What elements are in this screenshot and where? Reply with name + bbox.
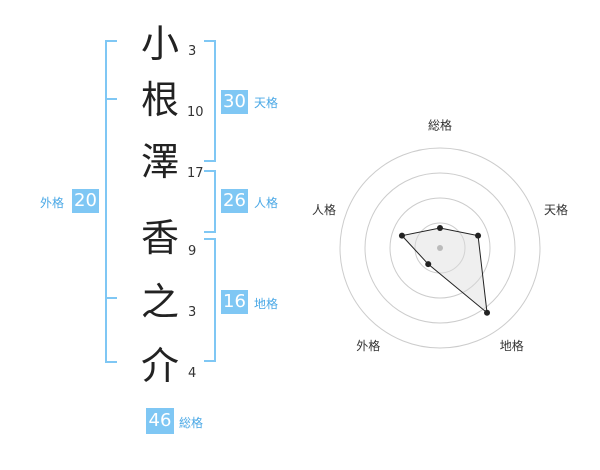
stroke-count-3: 17 [187,166,204,181]
radar-ring [364,172,516,324]
stroke-count-4: 9 [188,244,197,259]
chikaku-bracket [204,238,216,362]
radar-ring [389,197,491,299]
radar-point [475,232,482,239]
name-char-5: 之 [140,280,179,324]
tenkaku-value: 30 [221,90,248,114]
radar-axis-label: 総格 [428,118,452,133]
radar-center [437,245,443,251]
name-char-2: 根 [140,78,179,122]
jinkaku-value: 26 [221,189,248,213]
radar-axis-label: 天格 [544,202,568,217]
radar-point [425,261,432,268]
radar-ring [339,147,541,349]
soukaku-label: 総格 [179,416,204,430]
bracket-tick [105,98,117,100]
stroke-count-1: 3 [188,44,197,59]
radar-ring [414,222,466,274]
bracket-tick [105,297,117,299]
name-char-6: 介 [140,344,179,388]
jinkaku-bracket [204,170,216,233]
radar-polygon [400,227,488,314]
gaikaku-value: 20 [72,189,99,213]
radar-point [398,232,405,239]
radar-point [484,309,491,316]
tenkaku-bracket [204,40,216,162]
radar-axis-label: 人格 [312,202,336,217]
chikaku-value: 16 [221,290,248,314]
stroke-count-6: 4 [188,366,197,381]
gaikaku-label: 外格 [40,196,65,210]
jinkaku-label: 人格 [254,196,279,210]
tenkaku-label: 天格 [254,96,279,110]
name-char-3: 澤 [140,140,179,184]
name-char-1: 小 [140,22,179,66]
radar-axis-label: 地格 [500,338,524,353]
name-char-4: 香 [140,216,179,260]
radar-axis-label: 外格 [356,338,380,353]
gaikaku-bracket [105,40,117,363]
chikaku-label: 地格 [254,297,279,311]
soukaku-value: 46 [146,408,174,434]
radar-point [437,225,443,231]
stroke-count-2: 10 [187,105,204,120]
stroke-count-5: 3 [188,305,197,320]
